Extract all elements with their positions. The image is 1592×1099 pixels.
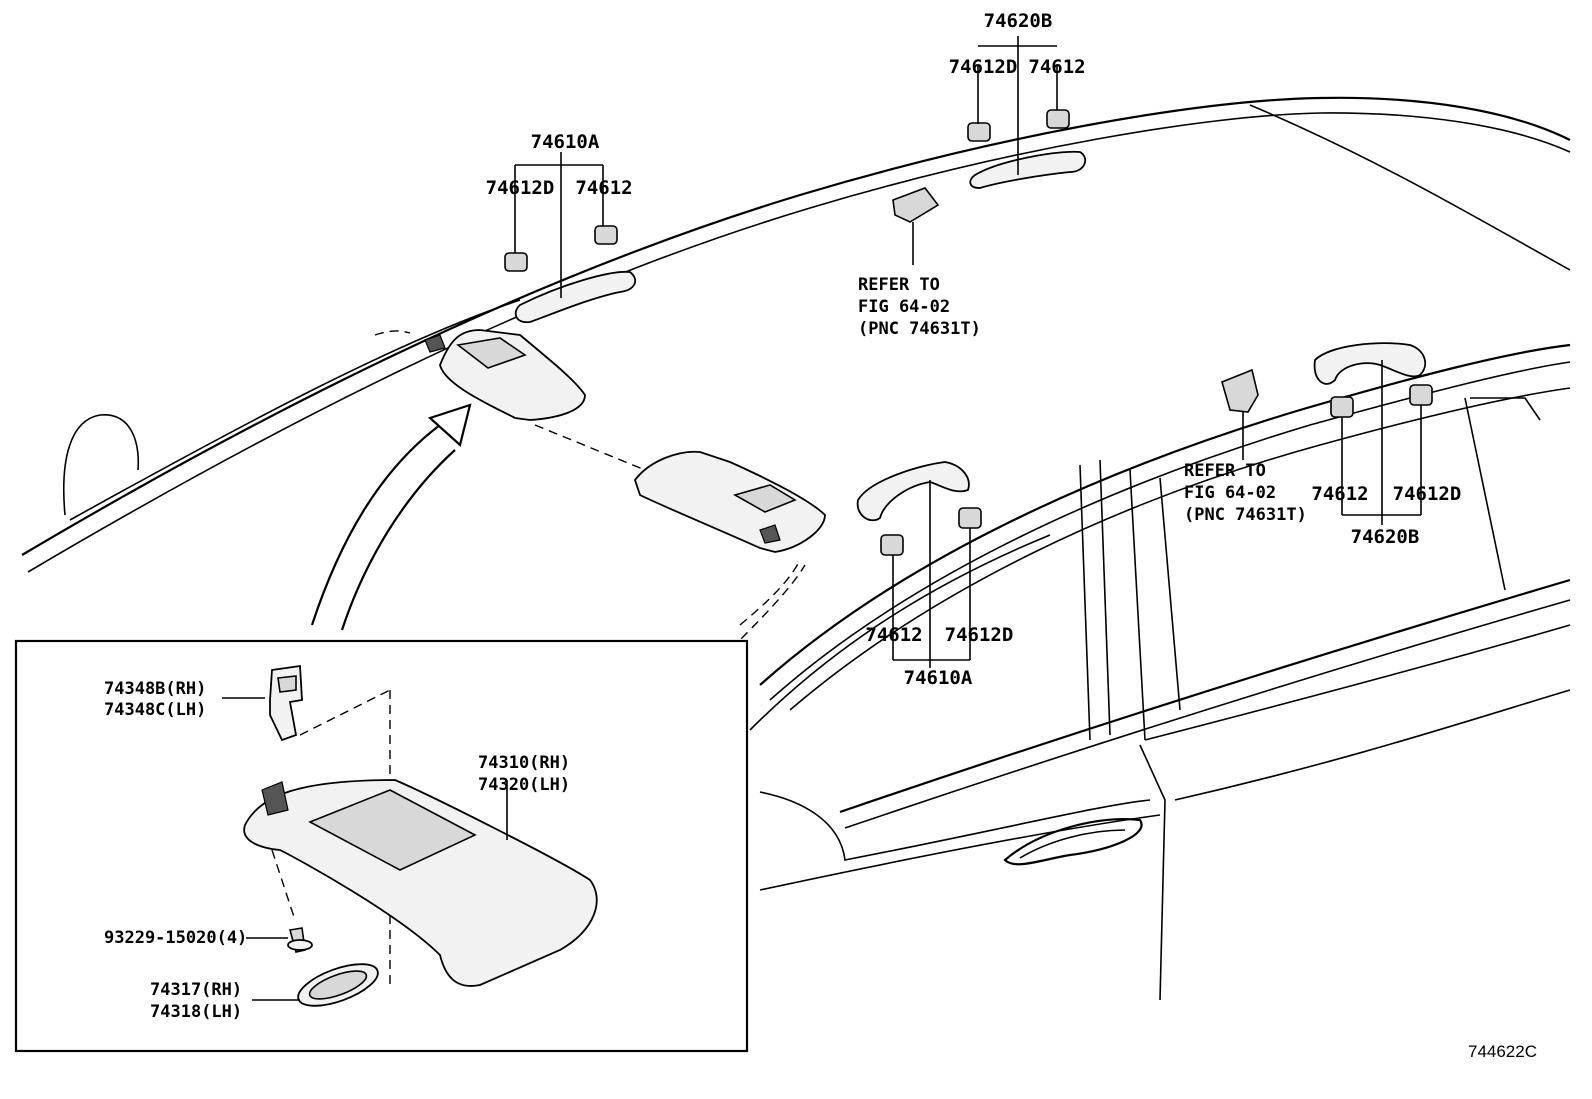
label-rear-right-clip-d: 74612D (1393, 483, 1462, 505)
label-top-handle-clip-d: 74612D (949, 56, 1018, 78)
detail-inset (14, 639, 749, 1053)
figure-id: 744622C (1468, 1042, 1537, 1061)
label-visor-lh: 74320(LH) (478, 775, 570, 795)
label-refer-1-line3: (PNC 74631T) (858, 319, 981, 339)
vehicle-body-outline (21, 96, 1571, 1001)
label-screw: 93229-15020(4) (104, 928, 247, 948)
direction-arrow (310, 403, 472, 631)
label-front-handle-pnc: 74610A (531, 131, 600, 153)
label-rear-right-handle-pnc: 74620B (1351, 526, 1420, 548)
assist-grip-front (504, 152, 637, 324)
label-refer-2-line2: FIG 64-02 (1184, 483, 1276, 503)
label-top-handle-pnc: 74620B (984, 10, 1053, 32)
label-front-handle-clip-d: 74612D (486, 177, 555, 199)
refer-part-2 (1221, 368, 1259, 460)
label-front-handle-clip: 74612 (575, 177, 632, 199)
label-rear-right-clip: 74612 (1311, 483, 1368, 505)
label-cover-lh: 74318(LH) (150, 1002, 242, 1022)
label-holder-lh: 74348C(LH) (104, 700, 206, 720)
assist-grip-rear-right (1313, 342, 1433, 525)
label-refer-2-line1: REFER TO (1184, 461, 1266, 481)
label-mid-handle-pnc: 74610A (904, 667, 973, 689)
label-refer-2-line3: (PNC 74631T) (1184, 505, 1307, 525)
refer-part-1 (892, 187, 940, 265)
sun-visor-upper (424, 329, 586, 421)
label-cover-rh: 74317(RH) (150, 980, 242, 1000)
label-holder-rh: 74348B(RH) (104, 679, 206, 699)
assist-grip-mid (856, 461, 982, 668)
assist-grip-top (967, 36, 1087, 189)
label-visor-rh: 74310(RH) (478, 753, 570, 773)
sun-visor-lower (633, 450, 826, 553)
label-top-handle-clip: 74612 (1028, 56, 1085, 78)
label-refer-1-line2: FIG 64-02 (858, 297, 950, 317)
label-mid-clip: 74612 (865, 624, 922, 646)
label-refer-1-line1: REFER TO (858, 275, 940, 295)
label-mid-clip-d: 74612D (945, 624, 1014, 646)
